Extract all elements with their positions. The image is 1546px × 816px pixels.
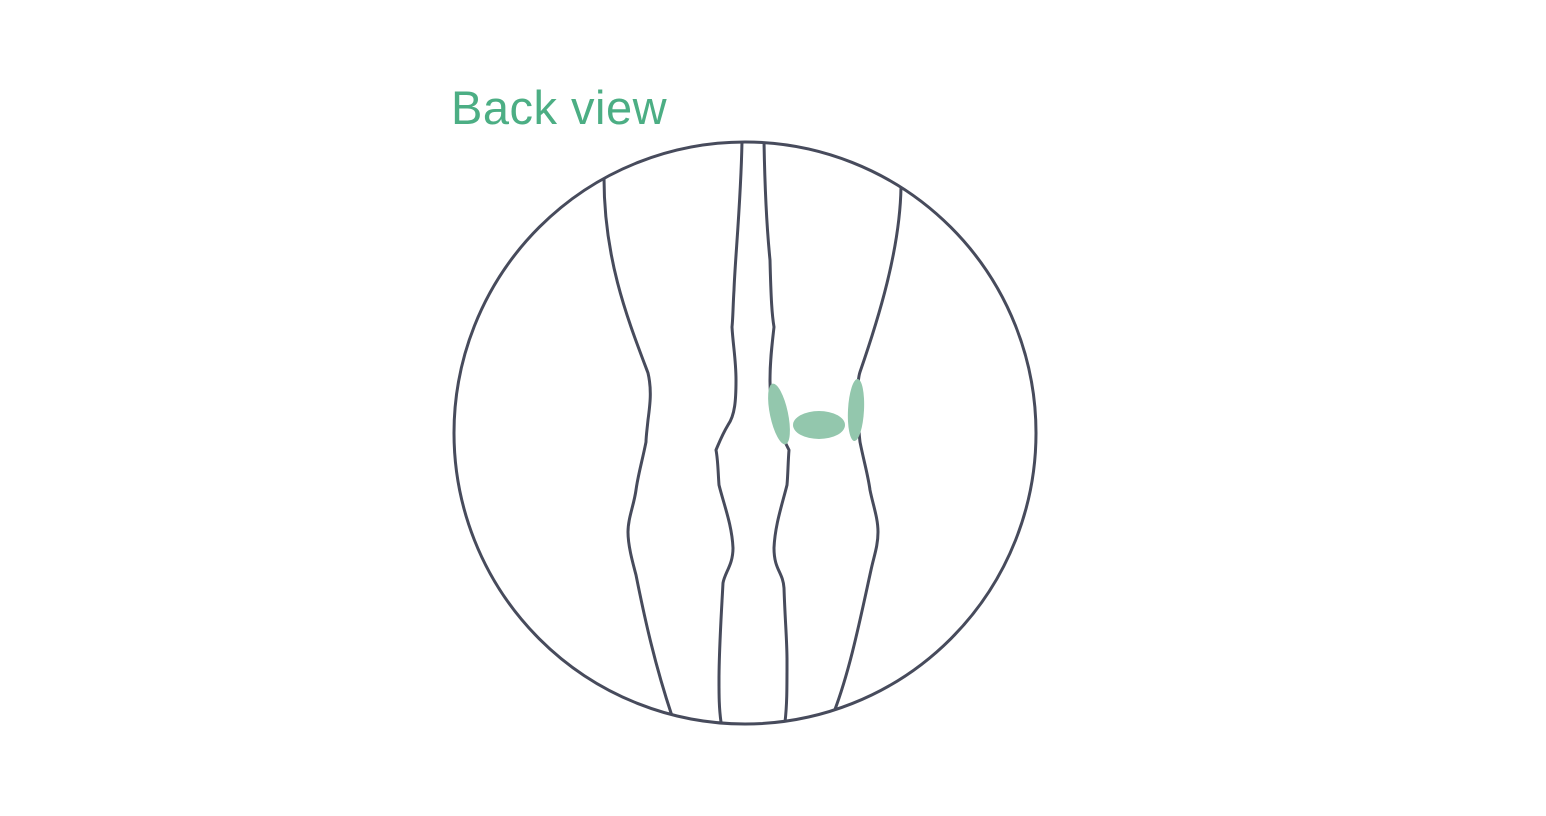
knee-circle-frame [452,140,1038,726]
inner-knee-edge-highlight [768,383,790,445]
left-leg-outer-contour [602,176,674,718]
back-of-knee-highlight [793,411,845,439]
right-leg-outer-contour [832,185,903,714]
view-title: Back view [451,81,668,134]
outer-knee-edge-highlight [847,379,865,441]
left-leg-inner-contour [714,142,744,724]
right-leg-inner-contour [762,142,791,724]
